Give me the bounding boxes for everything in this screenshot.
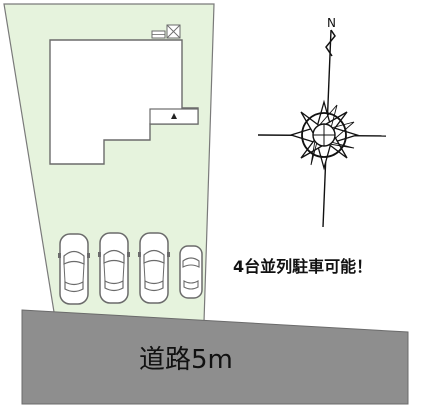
entrance-arrow-icon — [171, 113, 177, 119]
car-icon — [97, 232, 131, 304]
compass-rose-icon: N — [257, 16, 387, 228]
road — [21, 309, 409, 405]
compact-car-icon — [179, 245, 203, 299]
car-icon — [57, 233, 91, 305]
north-label: N — [327, 16, 336, 30]
car-icon — [137, 232, 171, 304]
parking-note: 4台並列駐車可能！ — [233, 257, 372, 276]
road-label: 道路5m — [139, 345, 233, 375]
